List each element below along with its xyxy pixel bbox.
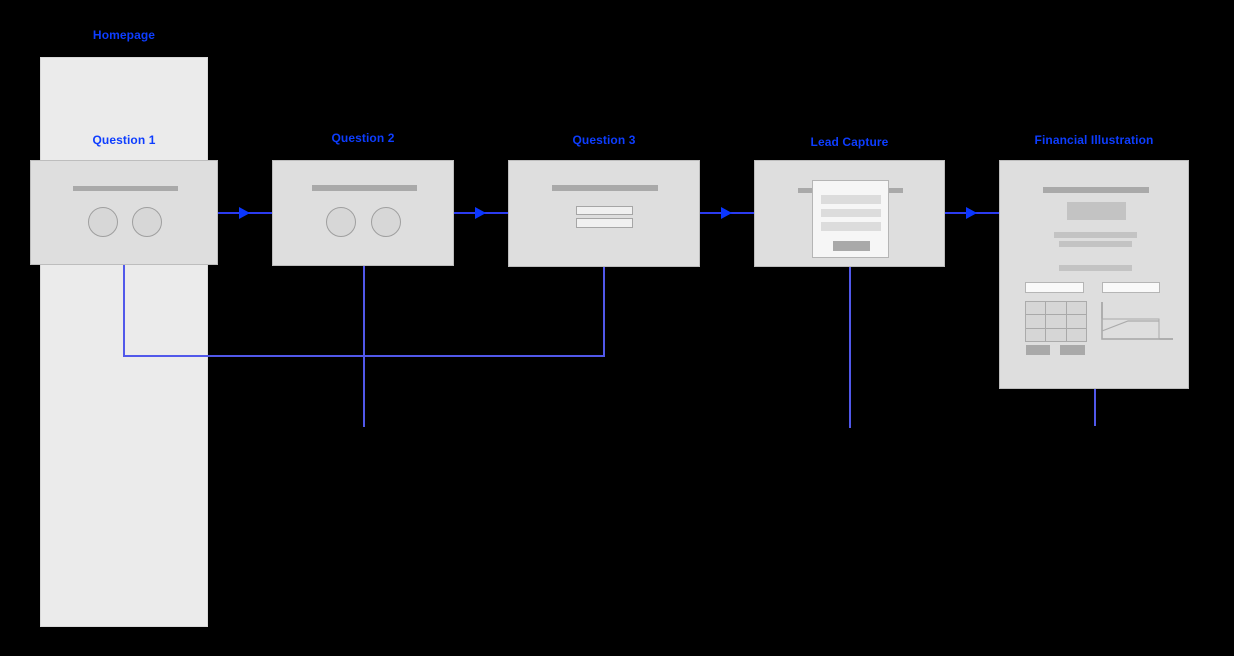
frame-label-question-1[interactable]: Question 1 [92, 133, 156, 147]
line-chart-placeholder [1101, 302, 1173, 340]
question-title-placeholder [312, 185, 417, 191]
frame-question-2[interactable] [272, 160, 454, 266]
drop-line-question-2 [363, 266, 365, 427]
option-circle [371, 207, 401, 237]
arrowhead-icon [475, 207, 486, 219]
frame-question-3[interactable] [508, 160, 700, 267]
submit-button-placeholder [833, 241, 870, 251]
frame-lead-capture[interactable] [754, 160, 945, 267]
input-field-placeholder [576, 206, 633, 215]
form-field-placeholder [821, 209, 881, 217]
hero-block-placeholder [1067, 202, 1126, 220]
page-title-placeholder [1043, 187, 1149, 193]
text-line-placeholder [1059, 241, 1132, 247]
option-circle [326, 207, 356, 237]
text-line-placeholder [1059, 265, 1132, 271]
flow-arrow-q2-q3 [454, 207, 508, 219]
input-field-placeholder [1025, 282, 1084, 293]
input-field-placeholder [1102, 282, 1160, 293]
flow-arrow-q1-q2 [218, 207, 272, 219]
flow-arrow-lead-fin [945, 207, 999, 219]
option-circle [132, 207, 162, 237]
question-title-placeholder [552, 185, 658, 191]
question-title-placeholder [73, 186, 178, 191]
frame-question-1[interactable] [30, 160, 218, 265]
lead-form-card [812, 180, 889, 258]
arrowhead-icon [239, 207, 250, 219]
frame-label-homepage[interactable]: Homepage [92, 28, 156, 42]
form-field-placeholder [821, 222, 881, 231]
data-table-placeholder [1025, 301, 1087, 342]
drop-line-lead-capture [849, 267, 851, 428]
frame-label-financial-illustration[interactable]: Financial Illustration [1034, 133, 1154, 147]
frame-label-question-2[interactable]: Question 2 [331, 131, 395, 145]
frame-label-lead-capture[interactable]: Lead Capture [810, 135, 889, 149]
flow-arrow-q3-lead [700, 207, 754, 219]
connector-q3-up [603, 267, 605, 357]
text-line-placeholder [1054, 232, 1137, 238]
frame-label-question-3[interactable]: Question 3 [572, 133, 636, 147]
form-field-placeholder [821, 195, 881, 204]
connector-q1-down [123, 265, 125, 357]
action-button-placeholder [1026, 345, 1050, 355]
arrowhead-icon [966, 207, 977, 219]
option-circle [88, 207, 118, 237]
frame-financial-illustration[interactable] [999, 160, 1189, 389]
drop-line-financial-illustration [1094, 389, 1096, 426]
action-button-placeholder [1060, 345, 1085, 355]
arrowhead-icon [721, 207, 732, 219]
input-field-placeholder [576, 218, 633, 228]
